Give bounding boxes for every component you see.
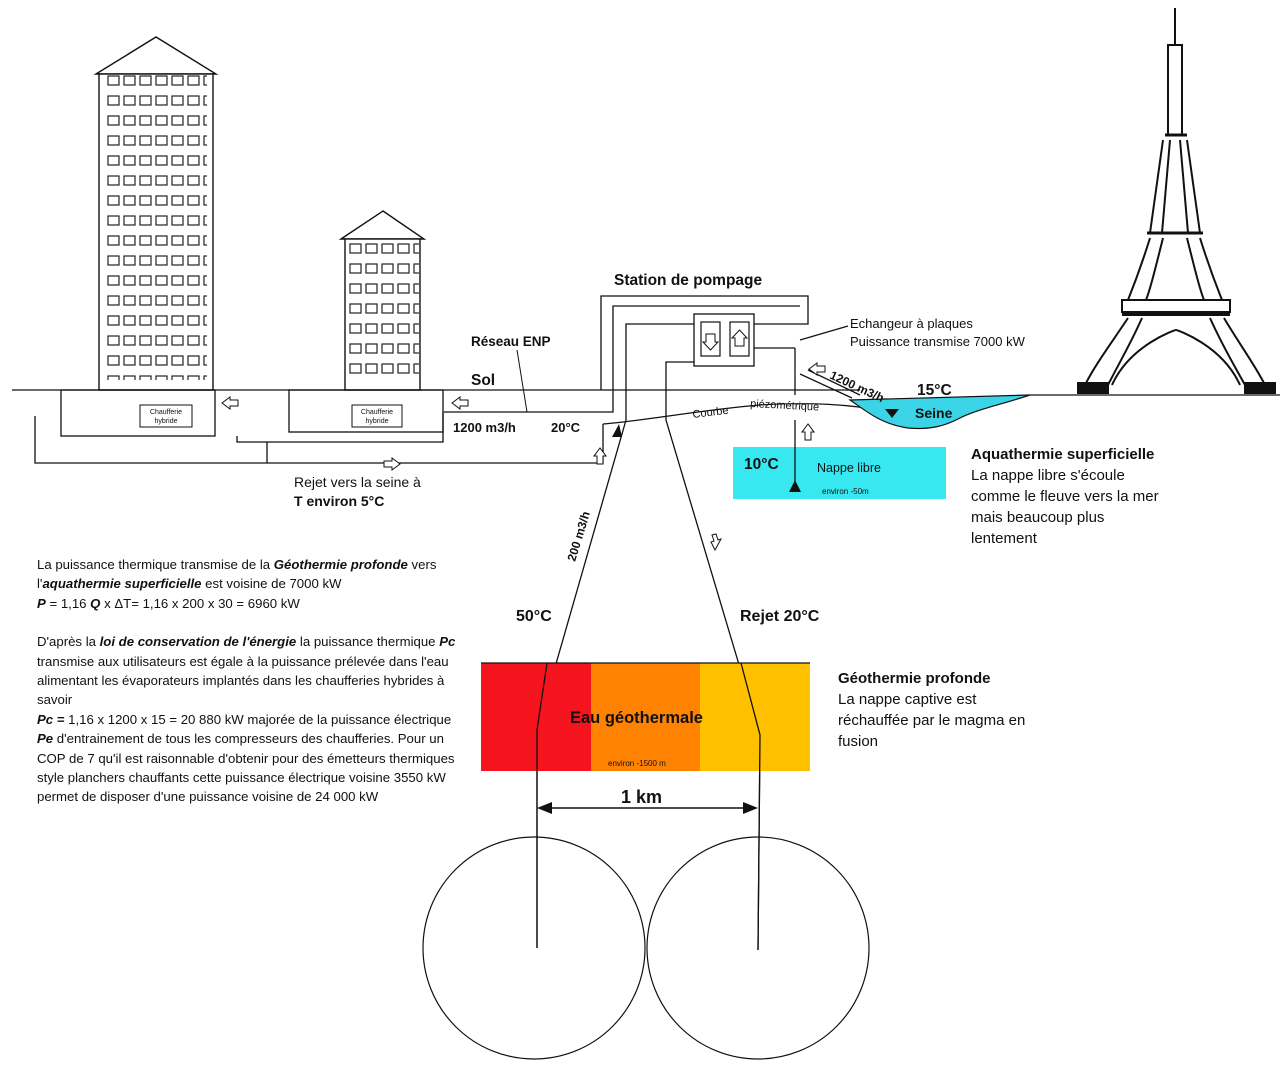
rejet-line2: T environ 5°C (294, 493, 384, 509)
small-building (338, 210, 427, 391)
eau-geothermale-label: Eau géothermale (570, 709, 703, 727)
aquathermie-line: lentement (971, 530, 1037, 547)
water-level-marker (885, 409, 899, 418)
explanation-paragraph-2: D'après la loi de conservation de l'éner… (37, 634, 456, 805)
flow-bottom-label: 1200 m3/h (453, 420, 516, 435)
rejet-line1: Rejet vers la seine à (294, 474, 421, 490)
reseau-label: Réseau ENP (471, 334, 551, 349)
plate-exchanger (693, 313, 755, 367)
nappe-depth-label: environ -50m (822, 487, 869, 496)
distance-label: 1 km (621, 787, 662, 807)
seine-label: Seine (915, 405, 953, 421)
aquathermie-line: mais beaucoup plus (971, 509, 1105, 526)
echangeur-power: Puissance transmise 7000 kW (850, 334, 1026, 349)
geothermie-note: Géothermie profonde La nappe captive est… (838, 668, 1025, 752)
rejet-20-label: Rejet 20°C (740, 608, 820, 625)
seine-temp-label: 15°C (917, 382, 952, 399)
explanation-paragraph-1: La puissance thermique transmise de la G… (37, 557, 437, 611)
eiffel-tower (1077, 8, 1276, 394)
nappe-temp-label: 10°C (744, 456, 779, 473)
explanation-text: La puissance thermique transmise de la G… (37, 555, 457, 826)
geo-depth-label: environ -1500 m (608, 759, 666, 768)
temp-20-label: 20°C (551, 420, 581, 435)
chaufferie-label-2: Chaufferie (361, 409, 393, 416)
distance-arrow (537, 802, 758, 814)
hybride-label-2: hybride (366, 418, 389, 425)
arrow-left-seine (808, 362, 826, 376)
sol-label: Sol (471, 372, 495, 389)
echangeur-title: Echangeur à plaques (850, 316, 973, 331)
aquathermie-note: Aquathermie superficielle La nappe libre… (971, 444, 1159, 549)
courbe-label: Courbe (692, 405, 729, 421)
arrow-left-2 (451, 396, 469, 410)
station-label: Station de pompage (614, 272, 763, 289)
geothermie-line: La nappe captive est (838, 691, 977, 708)
arrow-right-rejet (383, 457, 401, 471)
arrow-down-well (710, 533, 723, 552)
flow-200-label: 200 m3/h (564, 510, 592, 563)
arrow-up-well (593, 447, 607, 465)
nappe-libre-label: Nappe libre (817, 461, 881, 475)
magma-circle-left (422, 836, 646, 1060)
piezometric-curve (602, 403, 891, 425)
flow-arrows (221, 362, 826, 552)
chaufferie-labels: Chaufferie hybride Chaufferie hybride (139, 404, 403, 428)
hybride-label-1: hybride (155, 418, 178, 425)
arrow-left-1 (221, 396, 239, 410)
geothermie-line: fusion (838, 733, 879, 750)
arrow-up-nappe (801, 423, 815, 441)
magma-circle-right (646, 836, 870, 1060)
nappe-libre-box (733, 447, 946, 499)
piezometrique-label: piézométrique (750, 398, 820, 414)
tall-building (93, 36, 219, 391)
seine-river (848, 394, 1031, 430)
aquathermie-line: La nappe libre s'écoule (971, 467, 1125, 484)
geothermal-layer (481, 662, 810, 771)
temp-50-label: 50°C (516, 608, 552, 625)
aquathermie-title: Aquathermie superficielle (971, 446, 1155, 463)
aquathermie-line: comme le fleuve vers la mer (971, 488, 1159, 505)
chaufferie-label-1: Chaufferie (150, 409, 182, 416)
geothermie-title: Géothermie profonde (838, 670, 991, 687)
geothermie-line: réchauffée par le magma en (838, 712, 1026, 729)
